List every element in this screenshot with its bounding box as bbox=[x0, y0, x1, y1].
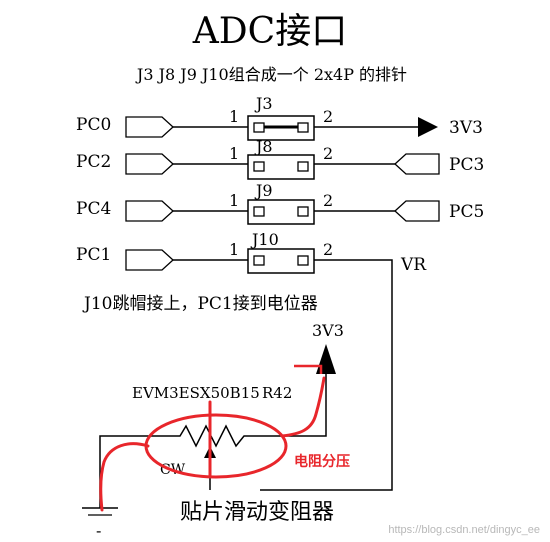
ref-label-j8: J8 bbox=[254, 137, 273, 156]
net-label-vr: VR bbox=[400, 255, 427, 275]
wire-vr bbox=[260, 259, 393, 491]
net-label-pc4: PC4 bbox=[76, 199, 111, 219]
jumper-note: J10跳帽接上，PC1接到电位器 bbox=[82, 294, 318, 314]
pin2-pad-j3 bbox=[297, 122, 309, 133]
net-label-pc5: PC5 bbox=[449, 202, 484, 222]
ref-label-j9: J9 bbox=[254, 181, 273, 200]
red-annotations bbox=[99, 376, 326, 512]
pin2-pad-j9 bbox=[297, 206, 309, 217]
pot-supply-arrow bbox=[316, 344, 336, 374]
annotation-line-ground bbox=[99, 442, 150, 512]
row-j9: PC4 1 J9 2 PC5 bbox=[76, 181, 484, 225]
pin2-label-j8: 2 bbox=[323, 144, 333, 163]
port-shape-pc2 bbox=[125, 153, 174, 175]
pin2-label-j3: 2 bbox=[323, 107, 333, 126]
pin1-label-j9: 1 bbox=[229, 191, 239, 210]
pin1-pad-j8 bbox=[253, 161, 265, 172]
net-label-pc1: PC1 bbox=[76, 245, 111, 265]
wire-pot-ground-side bbox=[99, 435, 168, 508]
pin2-label-j9: 2 bbox=[323, 191, 333, 210]
row-j10: PC1 1 J10 2 VR bbox=[76, 230, 427, 491]
annotation-divider-label: 电阻分压 bbox=[294, 453, 350, 469]
pot-resistor-zigzag bbox=[168, 424, 258, 448]
bottom-caption: 贴片滑动变阻器 bbox=[180, 500, 334, 525]
net-label-pc0: PC0 bbox=[76, 115, 111, 135]
annotation-supply-mark bbox=[294, 364, 323, 374]
pin2-label-j10: 2 bbox=[323, 240, 333, 259]
port-shape-pc0 bbox=[125, 116, 174, 138]
row-j3: PC0 1 J3 2 3V3 bbox=[76, 94, 483, 141]
pin1-pad-j10 bbox=[253, 255, 265, 266]
annotation-line-supply bbox=[280, 376, 326, 438]
port-shape-pc1 bbox=[125, 249, 174, 271]
pin1-pad-j3 bbox=[253, 122, 265, 133]
pot-part-number: EVM3ESX50B15 bbox=[132, 384, 260, 402]
net-label-pc2: PC2 bbox=[76, 152, 111, 172]
ground-mark: - bbox=[96, 521, 101, 540]
diagram-subtitle: J3 J8 J9 J10组合成一个 2x4P 的排针 bbox=[135, 65, 407, 84]
pin2-pad-j8 bbox=[297, 161, 309, 172]
ref-label-j10: J10 bbox=[250, 230, 279, 249]
port-shape-pc3 bbox=[394, 153, 440, 175]
pot-supply-label: 3V3 bbox=[312, 321, 344, 340]
net-label-3v3: 3V3 bbox=[449, 118, 483, 138]
pin1-label-j8: 1 bbox=[229, 144, 239, 163]
net-label-pc3: PC3 bbox=[449, 155, 484, 175]
diagram-title: ADC接口 bbox=[192, 11, 347, 52]
pot-ref: R42 bbox=[262, 384, 292, 402]
port-shape-pc4 bbox=[125, 200, 174, 222]
watermark: https://blog.csdn.net/dingyc_ee bbox=[388, 524, 540, 536]
port-shape-pc5 bbox=[394, 200, 440, 222]
row-j8: PC2 1 J8 2 PC3 bbox=[76, 137, 484, 180]
ref-label-j3: J3 bbox=[254, 94, 273, 113]
pin1-label-j10: 1 bbox=[229, 240, 239, 259]
power-arrow-3v3 bbox=[418, 117, 438, 137]
pin1-label-j3: 1 bbox=[229, 107, 239, 126]
pin1-pad-j9 bbox=[253, 206, 265, 217]
pin2-pad-j10 bbox=[297, 255, 309, 266]
